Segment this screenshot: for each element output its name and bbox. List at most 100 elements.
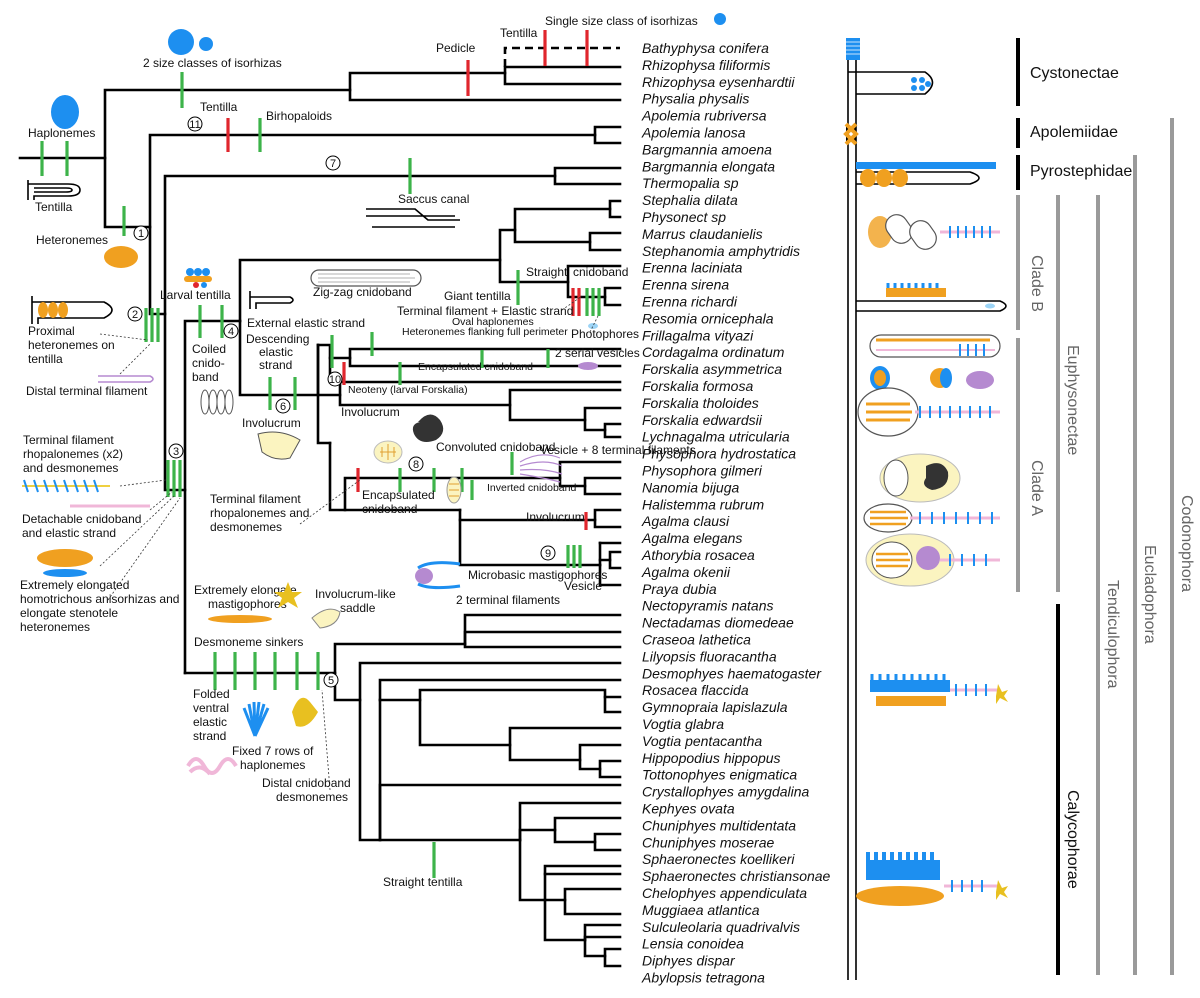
annotation-proximal-2: heteronemes on — [28, 338, 115, 352]
label-apolemiidae: Apolemiidae — [1030, 124, 1118, 141]
annotation-folded-2: ventral — [193, 701, 229, 715]
group-brackets: Cystonectae Apolemiidae Pyrostephidae Cl… — [1016, 38, 1195, 975]
annotation-involucrum-b: Involucrum — [242, 416, 301, 430]
isorhiza-single-icon — [714, 13, 726, 25]
annotation-distal-cnido-2: desmonemes — [276, 790, 348, 804]
saddle-icon — [311, 608, 341, 629]
nanomia-tentillum-icon — [863, 503, 1000, 533]
mastigophore-icon — [208, 615, 272, 623]
cordagalma-tentillum-icon — [870, 366, 994, 390]
svg-text:1: 1 — [138, 228, 144, 240]
node-8: 8 — [408, 456, 424, 472]
taxon-label: Rhizophysa eysenhardtii — [642, 74, 795, 90]
taxon-label: Lilyopsis fluoracantha — [642, 648, 777, 664]
annotation-giant-tentilla: Giant tentilla — [444, 289, 511, 303]
annotation-encaps-1: Encapsulated — [362, 488, 435, 502]
zigzag-cnidoband-icon — [310, 269, 422, 287]
annotation-involucrum-a: Involucrum — [341, 405, 400, 419]
bargmannia-tentillum-icon — [856, 162, 996, 187]
annotation-tf-rhop-2: rhopalonemes (x2) — [23, 447, 123, 461]
annotation-two-terminal: 2 terminal filaments — [456, 593, 560, 607]
haploneme-icon — [51, 95, 79, 129]
svg-text:10: 10 — [329, 374, 341, 386]
saccus-canal-icon — [366, 208, 460, 228]
annotation-distal-terminal: Distal terminal filament — [26, 384, 148, 398]
taxon-label: Kephyes ovata — [642, 801, 735, 817]
svg-text:7: 7 — [330, 158, 336, 170]
agalma-tentillum-icon — [865, 533, 1000, 587]
annotation-ext-mast-2: mastigophores — [208, 597, 287, 611]
annotation-two-size: 2 size classes of isorhizas — [143, 56, 282, 70]
taxon-label: Marrus claudanielis — [642, 226, 763, 242]
annotation-vesicle: Vesicle — [564, 579, 602, 593]
taxon-label: Nectopyramis natans — [642, 598, 774, 614]
node-11: 11 — [187, 116, 203, 132]
taxon-label: Abylopsis tetragona — [641, 970, 765, 986]
annotation-desmoneme-sinkers: Desmoneme sinkers — [194, 635, 303, 649]
annotation-straight-a: Straight — [526, 265, 568, 279]
taxon-label: Cordagalma ordinatum — [642, 344, 785, 360]
label-eucladophora: Eucladophora — [1141, 545, 1158, 644]
involucrum-icon — [257, 431, 301, 460]
annotation-terminal-elastic: Terminal filament + Elastic strand — [397, 304, 573, 318]
apolemia-tentillum-icon — [843, 122, 859, 146]
node-1: 1 — [133, 225, 149, 241]
external-elastic-icon — [249, 291, 294, 309]
annotation-ext-elong-4: heteronemes — [20, 620, 90, 634]
annotation-detach-1: Detachable cnidoband — [22, 512, 141, 526]
microbasic-icon — [415, 561, 461, 590]
taxon-label: Chuniphyes moserae — [642, 834, 775, 850]
convoluted-cnidoband-icon — [412, 414, 444, 442]
taxon-label: Thermopalia sp — [642, 175, 739, 191]
svg-text:8: 8 — [413, 459, 419, 471]
taxon-label: Vogtia pentacantha — [642, 733, 762, 749]
rhizophysa-tentillum-icon — [848, 71, 934, 95]
taxon-label: Physonect sp — [642, 209, 726, 225]
annotation-photophores: Photophores — [571, 327, 639, 341]
taxon-label: Bathyphysa conifera — [642, 40, 769, 56]
annotation-heteronemes: Heteronemes — [36, 233, 108, 247]
annotation-haplonemes: Haplonemes — [28, 126, 95, 140]
annotation-birhopaloids: Birhopaloids — [266, 109, 332, 123]
taxon-label: Resomia ornicephala — [642, 310, 774, 326]
annotation-tentilla-top: Tentilla — [500, 26, 538, 40]
coiled-cnidoband-icon — [200, 389, 234, 415]
label-clade-a: Clade A — [1028, 460, 1045, 516]
label-pyrostephidae: Pyrostephidae — [1030, 163, 1132, 180]
annotation-tf-rd-3: desmonemes — [210, 520, 282, 534]
node-3: 3 — [168, 443, 184, 459]
taxon-label: Apolemia lanosa — [641, 125, 746, 141]
tentilla-outline-icon — [27, 180, 81, 200]
annotation-descending-3: strand — [259, 358, 292, 372]
taxon-label: Physalia physalis — [642, 91, 749, 107]
annotation-two-vesicles: 2 serial vesicles — [555, 346, 640, 360]
node-7: 7 — [325, 155, 341, 171]
annotation-microbasic: Microbasic mastigophores — [468, 568, 607, 582]
node-10: 10 — [327, 371, 343, 387]
annotation-fixed-2: haplonemes — [240, 758, 305, 772]
annotation-descending-1: Descending — [246, 332, 309, 346]
calycophore-tentillum-icon — [870, 674, 1008, 706]
annotation-single-size: Single size class of isorhizas — [545, 14, 698, 28]
taxon-label: Vogtia glabra — [642, 716, 724, 732]
annotation-involucrum-c: Involucrum — [526, 510, 585, 524]
taxon-label: Nanomia bijuga — [642, 479, 739, 495]
annotation-tf-rd-2: rhopalonemes and — [210, 506, 309, 520]
annotation-detach-2: and elastic strand — [22, 526, 116, 540]
forskalia-tentillum-icon — [857, 387, 1000, 437]
label-clade-b: Clade B — [1028, 255, 1045, 312]
taxon-label: Erenna laciniata — [642, 260, 743, 276]
proximal-heteronemes-icon — [31, 296, 113, 324]
annotation-ext-elong-2: homotrichous anisorhizas and — [20, 592, 179, 606]
label-tendiculophora: Tendiculophora — [1104, 580, 1121, 689]
annotations: Single size class of isorhizas Tentilla … — [20, 14, 698, 889]
haploneme-fan-icon — [242, 701, 270, 737]
isorhiza-large-icon — [168, 29, 213, 55]
annotation-straight-b: cnidoband — [573, 265, 628, 279]
annotation-tf-rhop-3: and desmonemes — [23, 461, 118, 475]
label-calycophorae: Calycophorae — [1064, 790, 1081, 889]
annotation-neoteny: Neoteny (larval Forskalia) — [348, 384, 468, 396]
taxon-label: Forskalia formosa — [642, 378, 753, 394]
annotation-oval-haplonemes: Oval haplonemes — [452, 316, 534, 328]
